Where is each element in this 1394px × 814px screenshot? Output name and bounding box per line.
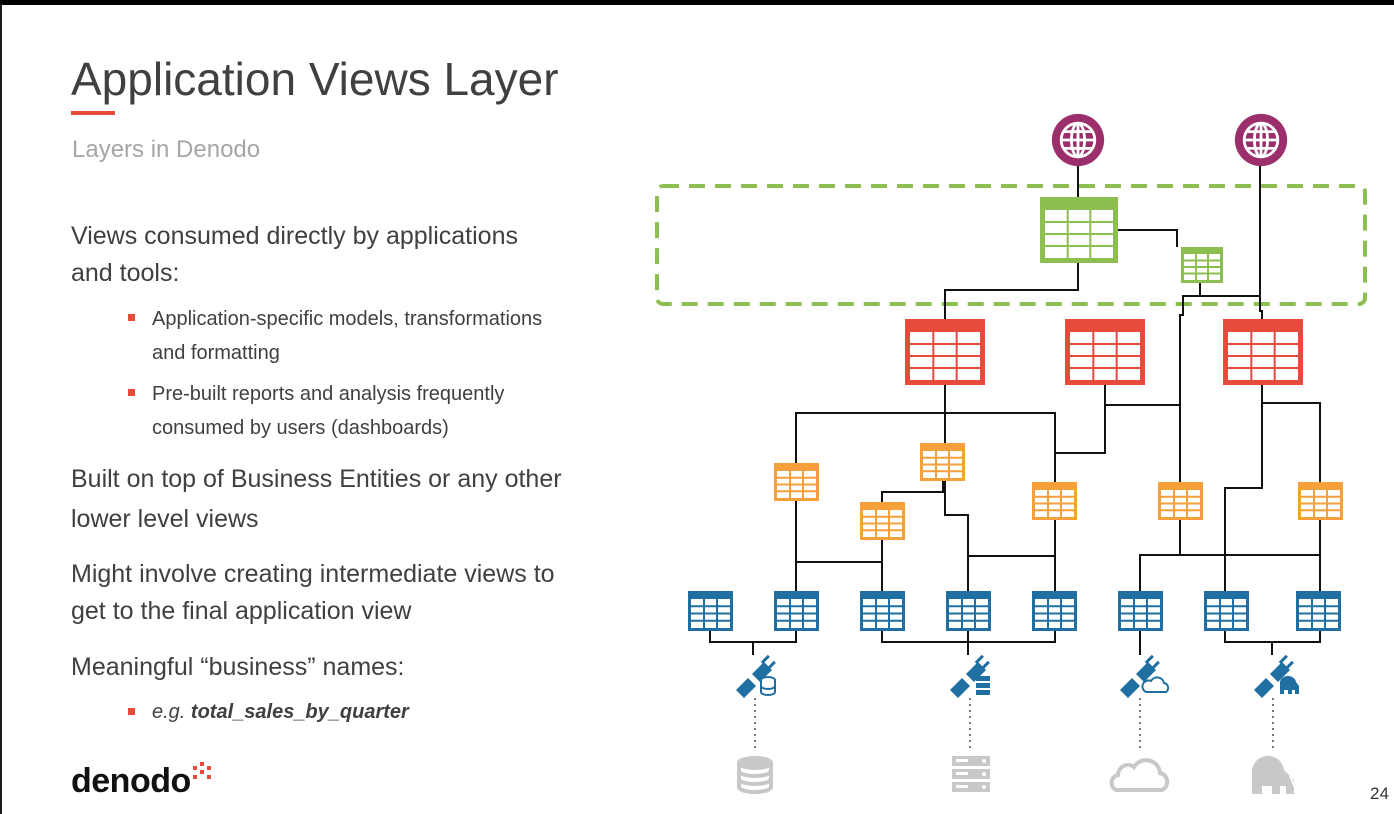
- intermediate-views: [774, 443, 1343, 540]
- globe-icon: [1050, 112, 1106, 168]
- bullet-marker: [128, 314, 135, 321]
- example-view-name: total_sales_by_quarter: [190, 701, 409, 723]
- paragraph-line: get to the final application view: [71, 597, 412, 625]
- window-top-border: [0, 0, 1394, 5]
- bullet-marker: [128, 389, 135, 396]
- denodo-logo: denodo: [71, 762, 191, 800]
- cloud-icon: [1109, 758, 1170, 792]
- bullet-line: consumed by users (dashboards): [152, 417, 449, 439]
- intermediate-view-table-icon: [1298, 482, 1343, 520]
- application-view-table-icon: [1040, 197, 1118, 263]
- denodo-logo-dots-icon: [193, 762, 211, 779]
- page-number: 24: [1370, 784, 1389, 803]
- plug-hadoop-icon: [1254, 654, 1299, 698]
- business-views: [905, 319, 1303, 385]
- intermediate-view-table-icon: [1158, 482, 1203, 520]
- base-view-table-icon: [1204, 591, 1249, 631]
- paragraph-line: Built on top of Business Entities or any…: [71, 465, 562, 493]
- paragraph-line: lower level views: [71, 505, 259, 533]
- paragraph-intermediate-views: Might involve creating intermediate view…: [71, 556, 631, 630]
- example-prefix: e.g.: [152, 701, 186, 723]
- base-view-table-icon: [1296, 591, 1341, 631]
- plug-cloud-icon: [1120, 654, 1170, 698]
- server-icon: [952, 756, 990, 792]
- base-view-table-icon: [946, 591, 991, 631]
- base-view-table-icon: [688, 591, 733, 631]
- source-dotted-lines: [754, 698, 1274, 752]
- base-views: [688, 591, 1341, 631]
- plug-server-icon: [950, 654, 990, 698]
- slide-subtitle: Layers in Denodo: [72, 136, 261, 163]
- bullet-marker: [128, 708, 135, 715]
- window-left-border: [0, 5, 2, 814]
- connector-lines: [709, 165, 1321, 655]
- business-view-table-icon: [1065, 319, 1145, 385]
- paragraph-business-names: Meaningful “business” names:: [71, 653, 405, 681]
- paragraph-views-consumed: Views consumed directly by applications …: [71, 218, 631, 292]
- base-view-table-icon: [1118, 591, 1163, 631]
- bullet-item-example: e.g. total_sales_by_quarter: [152, 695, 632, 729]
- intermediate-view-table-icon: [860, 502, 905, 540]
- business-view-table-icon: [1223, 319, 1303, 385]
- business-view-table-icon: [905, 319, 985, 385]
- bullet-item-reports: Pre-built reports and analysis frequentl…: [152, 377, 632, 445]
- paragraph-line: and tools:: [71, 259, 180, 287]
- database-icon: [737, 756, 773, 794]
- paragraph-built-on-top: Built on top of Business Entities or any…: [71, 461, 631, 538]
- paragraph-line: Views consumed directly by applications: [71, 222, 518, 250]
- intermediate-view-table-icon: [920, 443, 965, 481]
- slide-title: Application Views Layer: [71, 53, 559, 105]
- bullet-line: and formatting: [152, 342, 280, 364]
- base-view-table-icon: [860, 591, 905, 631]
- bullet-item-models: Application-specific models, transformat…: [152, 302, 632, 370]
- base-view-table-icon: [774, 591, 819, 631]
- intermediate-view-table-icon: [1032, 482, 1077, 520]
- bullet-line: Application-specific models, transformat…: [152, 308, 543, 330]
- application-view-table-icon: [1181, 247, 1223, 283]
- title-underline: [71, 111, 115, 115]
- paragraph-line: Might involve creating intermediate view…: [71, 560, 555, 588]
- application-layer-highlight: [655, 184, 1367, 306]
- bullet-line: Pre-built reports and analysis frequentl…: [152, 383, 505, 405]
- intermediate-view-table-icon: [774, 463, 819, 501]
- plug-database-icon: [736, 654, 776, 698]
- base-view-table-icon: [1032, 591, 1077, 631]
- globe-icon: [1233, 112, 1289, 168]
- application-views: [1040, 197, 1223, 283]
- hadoop-elephant-icon: [1251, 755, 1297, 794]
